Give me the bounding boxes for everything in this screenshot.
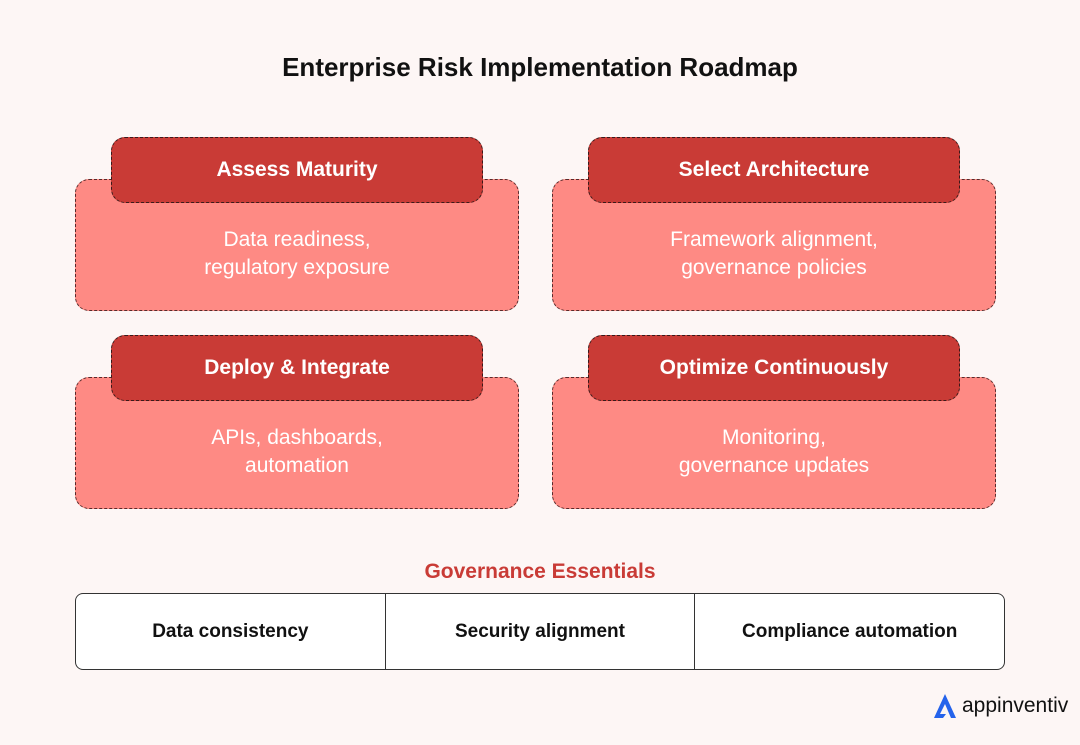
step-heading-select-architecture: Select Architecture [588, 137, 960, 203]
governance-table: Data consistency Security alignment Comp… [75, 593, 1005, 670]
step-description: Data readiness, regulatory exposure [76, 226, 518, 282]
step-desc-line: APIs, dashboards, [211, 426, 383, 449]
step-desc-line: automation [245, 454, 349, 477]
step-desc-line: governance policies [681, 256, 867, 279]
step-heading-optimize-continuously: Optimize Continuously [588, 335, 960, 401]
step-desc-line: Framework alignment, [670, 228, 878, 251]
governance-title: Governance Essentials [424, 560, 656, 583]
governance-item: Security alignment [384, 594, 695, 669]
brand-logo: appinventiv [932, 692, 1068, 720]
step-description: APIs, dashboards, automation [76, 424, 518, 480]
brand-name: appinventiv [962, 694, 1069, 717]
step-description: Monitoring, governance updates [553, 424, 995, 480]
a-logo-icon [934, 694, 956, 718]
step-desc-line: governance updates [678, 454, 870, 477]
governance-item: Data consistency [152, 620, 309, 642]
step-desc-line: Monitoring, [722, 426, 826, 449]
governance-item: Compliance automation [694, 594, 1004, 669]
step-description: Framework alignment, governance policies [553, 226, 995, 282]
page-title: Enterprise Risk Implementation Roadmap [282, 52, 798, 82]
step-desc-line: regulatory exposure [204, 256, 390, 279]
step-heading-assess-maturity: Assess Maturity [111, 137, 483, 203]
step-desc-line: Data readiness, [223, 228, 371, 251]
step-heading-deploy-integrate: Deploy & Integrate [111, 335, 483, 401]
